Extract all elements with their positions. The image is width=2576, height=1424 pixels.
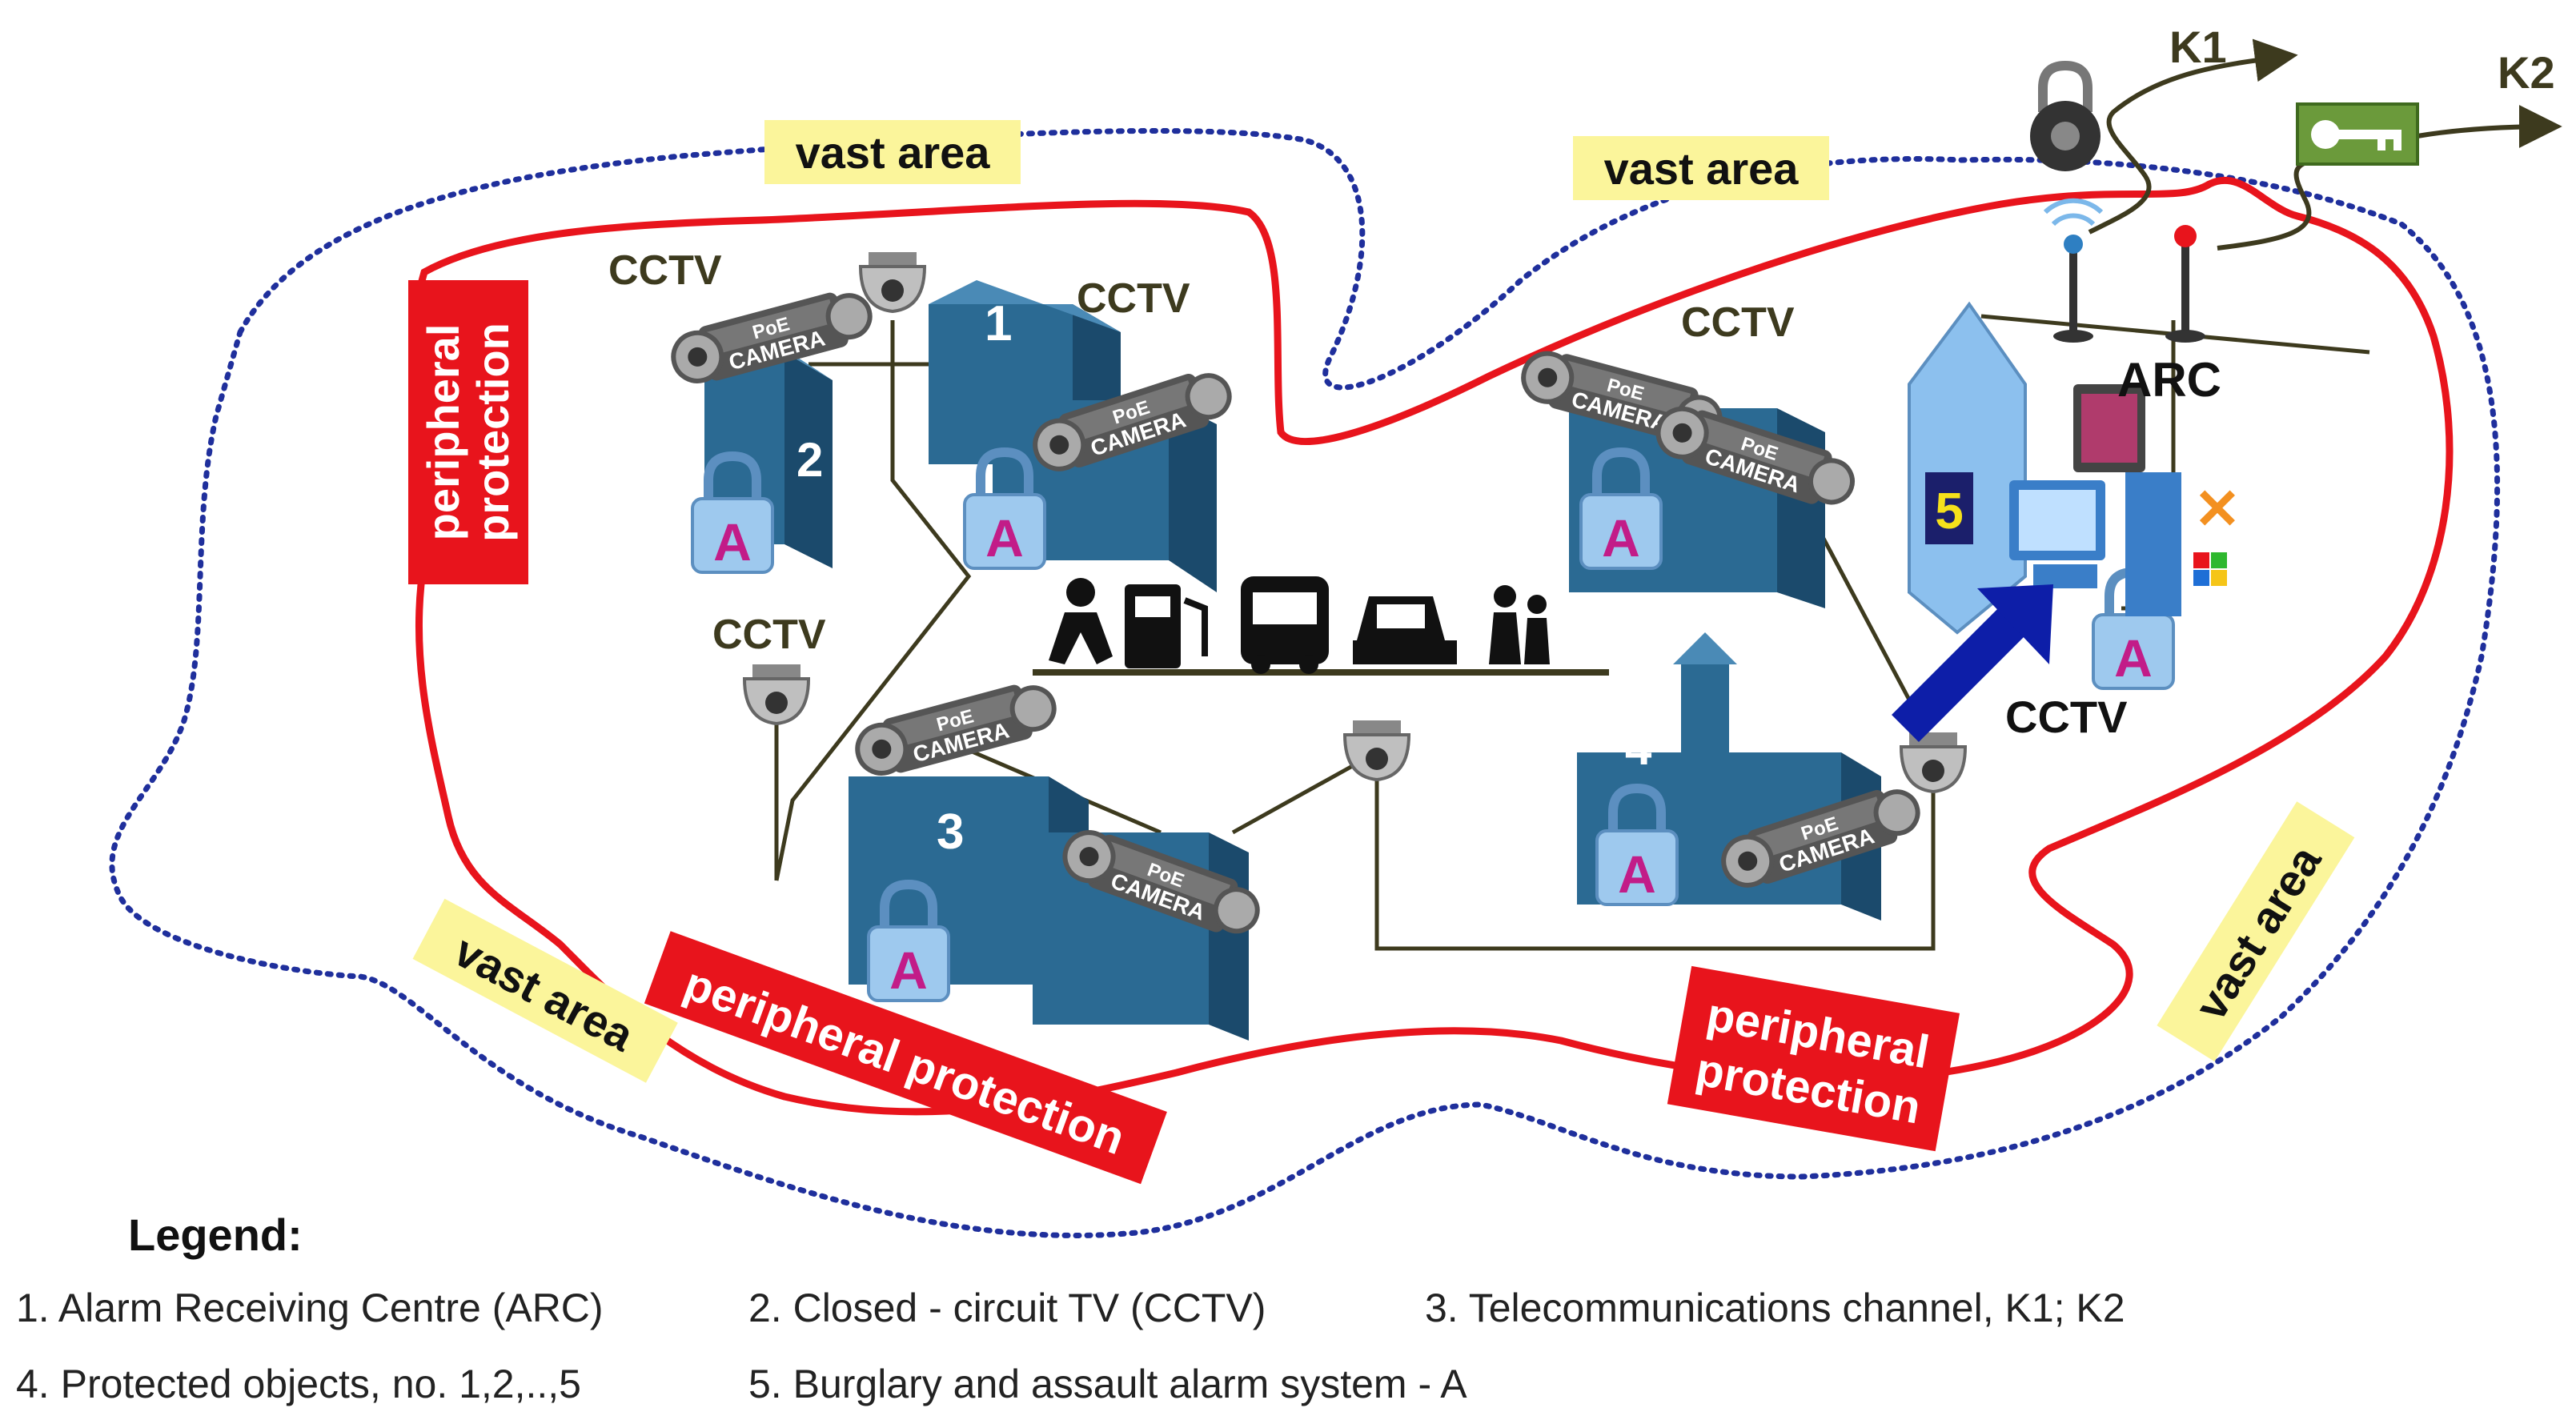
pedestrians-icon	[1489, 585, 1550, 664]
k1-label: K1	[2169, 22, 2227, 72]
svg-text:4: 4	[1625, 721, 1652, 775]
vast-area-boundary	[109, 128, 2501, 1238]
workstation-icon	[2009, 480, 2105, 588]
cctv-label-5: CCTV	[2005, 692, 2127, 742]
fuel-pump-icon	[1125, 584, 1208, 668]
svg-text:3: 3	[937, 804, 964, 860]
alarm-lock-arc: A	[2093, 572, 2173, 688]
vast-area-label-top-right: vast area	[1573, 136, 1829, 200]
vast-area-label-bottom-right: vast area	[2157, 801, 2355, 1062]
svg-text:1: 1	[985, 296, 1012, 351]
vast-area-label-bottom-left: vast area	[412, 898, 678, 1083]
poe-camera-3: PoE CAMERA	[851, 676, 1061, 783]
channel-k1-link	[2088, 38, 2298, 235]
alarm-lock-right-building: A	[1581, 452, 1661, 568]
alarm-lock-obj4: A	[1597, 788, 1677, 905]
dome-camera-2	[743, 663, 810, 725]
peripheral-protection-label-left: peripheral protection	[408, 280, 528, 584]
dome-camera-1	[859, 251, 926, 313]
legend-item-5: 5. Burglary and assault alarm system - A	[748, 1362, 1467, 1406]
alarm-transmission-arrow	[1892, 584, 2053, 742]
monitor-wall-icon	[2073, 384, 2145, 472]
cctv-label-1: CCTV	[608, 247, 722, 294]
firewall-object-5: 5	[1908, 301, 2027, 635]
svg-text:protection: protection	[467, 323, 518, 542]
legend-item-3: 3. Telecommunications channel, K1; K2	[1425, 1286, 2125, 1330]
antenna-right-icon	[2165, 225, 2205, 343]
svg-text:vast area: vast area	[796, 127, 991, 178]
svg-text:5: 5	[1935, 482, 1964, 540]
protected-object-2: 2	[704, 328, 833, 568]
vast-area-label-top-left: vast area	[764, 120, 1021, 184]
poe-camera-6: PoE CAMERA	[1651, 399, 1860, 514]
legend-item-2: 2. Closed - circuit TV (CCTV)	[748, 1286, 1266, 1330]
svg-text:vast area: vast area	[1604, 143, 1800, 194]
svg-text:A: A	[1602, 508, 1640, 568]
key-icon	[2296, 102, 2419, 166]
svg-text:A: A	[1618, 844, 1656, 904]
alarm-lock-obj1: A	[965, 452, 1045, 568]
k2-label: K2	[2498, 47, 2555, 98]
svg-text:A: A	[985, 508, 1024, 568]
svg-text:peripheral: peripheral	[418, 324, 468, 541]
alarm-lock-obj3: A	[869, 884, 949, 1001]
cctv-label-3: CCTV	[712, 612, 826, 658]
svg-text:A: A	[889, 941, 928, 1000]
dome-camera-3	[1343, 719, 1410, 781]
protected-object-1: 1	[929, 280, 1217, 592]
legend-title: Legend:	[128, 1209, 303, 1260]
street-scene	[1049, 576, 1550, 674]
svg-text:A: A	[2114, 628, 2153, 688]
legend-item-1: 1. Alarm Receiving Centre (ARC)	[16, 1286, 604, 1330]
dome-camera-4	[1900, 731, 1967, 793]
peripheral-protection-label-bottom-right: peripheral protection	[1667, 965, 1960, 1152]
antenna-left-icon	[2043, 198, 2104, 343]
alarm-lock-obj2: A	[692, 456, 772, 572]
windows-server-icon: ✕	[2125, 472, 2241, 616]
person-icon	[1049, 578, 1113, 664]
arc-label: ARC	[2117, 353, 2221, 407]
bus-icon	[1241, 576, 1329, 674]
padlock-channel-icon	[2030, 60, 2101, 171]
cctv-label-4: CCTV	[1681, 299, 1795, 346]
cctv-label-2: CCTV	[1077, 275, 1190, 322]
car-icon	[1353, 596, 1457, 664]
svg-text:A: A	[713, 512, 752, 572]
svg-text:✕: ✕	[2194, 478, 2241, 540]
legend-item-4: 4. Protected objects, no. 1,2,..,5	[16, 1362, 581, 1406]
svg-text:2: 2	[796, 433, 823, 487]
